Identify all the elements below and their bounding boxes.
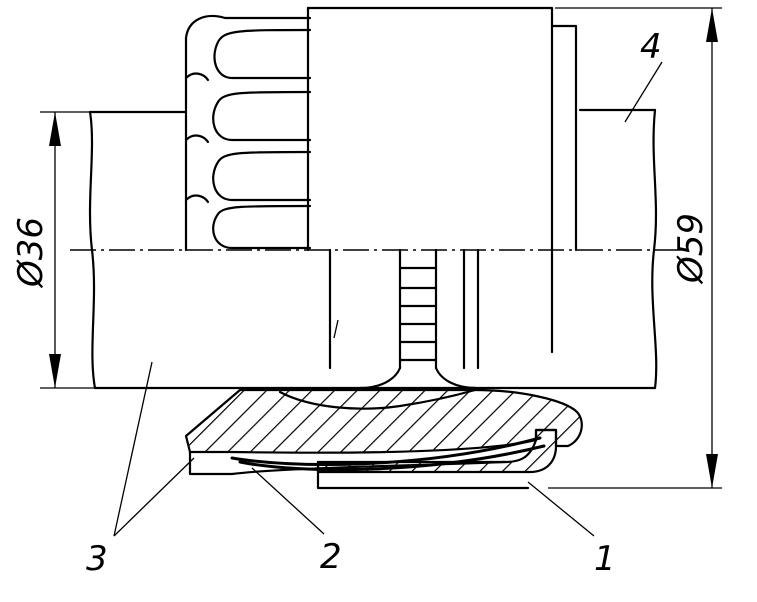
dimension-outer-label: Ø59 xyxy=(671,213,711,285)
callout-2: 2 xyxy=(320,537,342,577)
spring-part-2 xyxy=(188,436,546,476)
callout-1: 1 xyxy=(594,539,616,579)
callout-3: 3 xyxy=(86,539,108,579)
hose-part-4 xyxy=(88,108,658,390)
valve-stem xyxy=(358,248,478,390)
dimension-inner: Ø36 xyxy=(11,111,95,389)
callouts: 4 3 2 1 xyxy=(86,27,663,579)
clamp-cap xyxy=(184,388,583,454)
callout-4: 4 xyxy=(640,27,662,67)
dimension-outer: Ø59 xyxy=(548,7,722,489)
bellows-corrugation xyxy=(184,14,312,252)
dimension-inner-label: Ø36 xyxy=(11,217,51,289)
fitting-body xyxy=(306,6,578,370)
